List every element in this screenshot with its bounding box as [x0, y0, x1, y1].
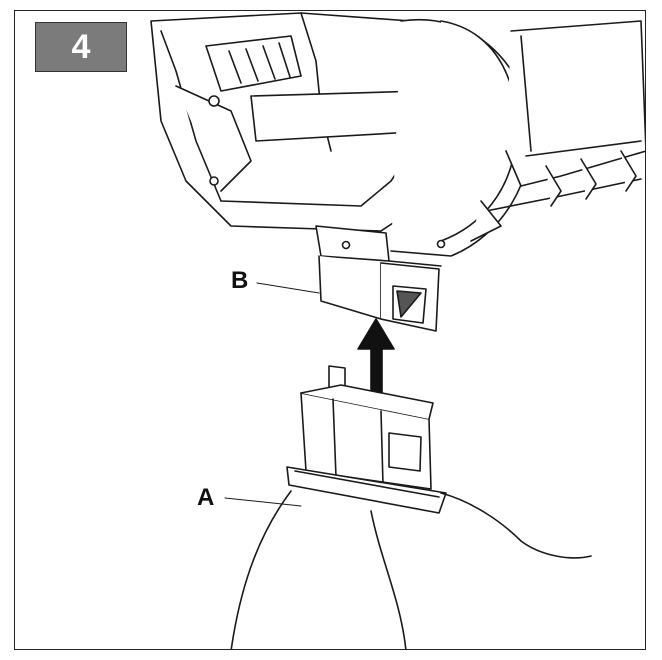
machine-body	[150, 12, 645, 257]
assembly-illustration	[150, 12, 645, 649]
leader-lines	[224, 282, 320, 507]
figure-frame: 4 B A	[14, 10, 646, 650]
callout-label-b: B	[231, 267, 249, 294]
step-number-badge: 4	[35, 22, 127, 72]
collection-bag	[230, 490, 592, 649]
outlet-nozzle-b	[315, 225, 446, 332]
bag-connector-a	[286, 365, 447, 514]
callout-label-a: A	[197, 484, 215, 511]
